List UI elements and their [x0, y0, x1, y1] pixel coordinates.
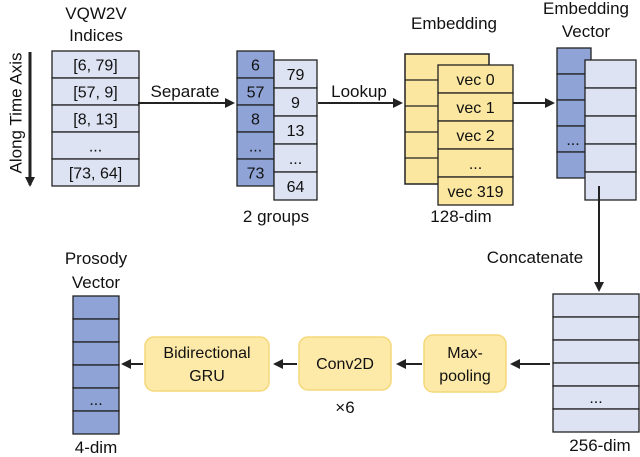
indices-row-value: [6, 79]	[73, 58, 117, 75]
indices-row-value: [73, 64]	[69, 166, 122, 183]
prosody-vector-cell	[72, 364, 120, 389]
gru-block: Bidirectional GRU	[144, 336, 270, 392]
embedding-row-cell	[437, 92, 514, 122]
embedding-vector-back: ...	[556, 47, 592, 179]
concat-vector-cell	[552, 339, 640, 364]
embedding-table: Embedding vec 0 vec 1 vec 2... vec 319 128-…	[404, 14, 514, 226]
group-right-value: 79	[287, 67, 305, 84]
embedding-caption: 128-dim	[430, 207, 491, 226]
indices-title-line2: Indices	[69, 26, 123, 45]
embedding-back-lines	[405, 79, 438, 159]
conv2d-block: Conv2D ×6	[298, 336, 392, 417]
group-left-cell	[236, 158, 275, 187]
group-right-value: 64	[287, 179, 305, 196]
group-left-column: 6 57 8... 73	[236, 50, 275, 187]
group-left-value: 57	[247, 85, 265, 102]
group-right-cell	[273, 171, 318, 201]
gru-box	[144, 336, 270, 392]
embedding-vector-front-cell	[584, 59, 637, 89]
embedding-vector-front-cell	[584, 87, 637, 117]
group-right-cell	[273, 143, 318, 173]
concat-vector-cell	[552, 362, 640, 387]
embedding-row-cell	[437, 120, 514, 150]
group-left-value: ...	[249, 139, 262, 156]
prosody-title-line2: Vector	[72, 273, 121, 292]
group-right-value: ...	[289, 151, 302, 168]
embedding-row-value: ...	[469, 156, 482, 173]
prosody-caption: 4-dim	[75, 438, 118, 457]
lookup-label: Lookup	[331, 82, 387, 101]
embedding-vector-title-line2: Vector	[562, 22, 611, 41]
embedding-row-cell	[437, 64, 514, 94]
concat-vector-cell	[552, 293, 640, 318]
time-axis-label: Along Time Axis	[6, 53, 25, 174]
indices-row-cell	[51, 158, 140, 187]
indices-row-value: [57, 9]	[73, 85, 117, 102]
embedding-title: Embedding	[411, 14, 497, 33]
embedding-vector: Embedding Vector ...	[543, 0, 637, 201]
embedding-vector-front-cell	[584, 143, 637, 173]
embedding-row-value: vec 319	[447, 184, 503, 201]
conv2d-label: Conv2D	[316, 356, 374, 373]
embedding-vector-front-cell	[584, 115, 637, 145]
embedding-vector-back-ellipsis: ...	[566, 132, 579, 149]
indices-rows: [6, 79] [57, 9] [8, 13]... [73, 64]	[51, 50, 140, 187]
group-left-value: 6	[251, 58, 260, 75]
group-left-value: 73	[247, 166, 265, 183]
indices-row-cell	[51, 77, 140, 106]
indices-row-value: ...	[89, 139, 102, 156]
prosody-vector-ellipsis: ...	[89, 392, 102, 409]
embedding-row-value: vec 0	[456, 72, 494, 89]
maxpool-box	[423, 334, 507, 393]
prosody-vector-cell	[72, 295, 120, 320]
indices-table: VQW2V Indices [6, 79] [57, 9] [8, 13]... [7…	[51, 4, 140, 187]
time-axis: Along Time Axis	[6, 52, 35, 187]
indices-row-value: [8, 13]	[73, 112, 117, 129]
prosody-vector-cell	[72, 341, 120, 366]
concat-vector-cell	[552, 316, 640, 341]
maxpool-label-line1: Max-	[447, 345, 483, 362]
concat-vector-rows: ...	[552, 293, 640, 433]
group-left-cell	[236, 50, 275, 79]
gru-label-line1: Bidirectional	[163, 345, 250, 362]
separate-label: Separate	[151, 82, 220, 101]
embedding-vector-front-cell	[584, 171, 637, 201]
concat-vector-cell	[552, 408, 640, 433]
concat-vector-ellipsis: ...	[589, 390, 602, 407]
concat-caption: 256-dim	[569, 436, 630, 455]
prosody-title-line1: Prosody	[65, 249, 128, 268]
conv2d-box	[298, 336, 392, 391]
embedding-row-value: vec 1	[456, 100, 494, 117]
concat-vector: ... 256-dim	[552, 293, 640, 455]
embedding-vector-title-line1: Embedding	[543, 0, 629, 18]
embedding-vector-front	[584, 59, 637, 201]
concatenate-label: Concatenate	[487, 248, 583, 267]
prosody-vector-rows: ...	[72, 295, 120, 435]
conv2d-repeat-label: ×6	[335, 398, 354, 417]
group-left-value: 8	[251, 112, 260, 129]
maxpool-block: Max- pooling	[423, 334, 507, 393]
group-right-value: 9	[291, 95, 300, 112]
group-right-column: 79 9 13... 64	[273, 59, 318, 201]
group-left-cell	[236, 77, 275, 106]
groups-caption: 2 groups	[243, 207, 309, 226]
indices-title-line1: VQW2V	[65, 4, 127, 23]
groups-block: 6 57 8... 73 79 9 13... 64 2 groups	[236, 50, 318, 226]
embedding-rows: vec 0 vec 1 vec 2... vec 319	[437, 64, 514, 206]
maxpool-label-line2: pooling	[439, 368, 491, 385]
gru-label-line2: GRU	[189, 368, 225, 385]
group-right-value: 13	[287, 123, 305, 140]
embedding-row-value: vec 2	[456, 128, 494, 145]
prosody-vector-cell	[72, 410, 120, 435]
embedding-row-cell	[437, 176, 514, 206]
prosody-vector-cell	[72, 318, 120, 343]
prosody-vector: Prosody Vector ... 4-dim	[65, 249, 128, 457]
